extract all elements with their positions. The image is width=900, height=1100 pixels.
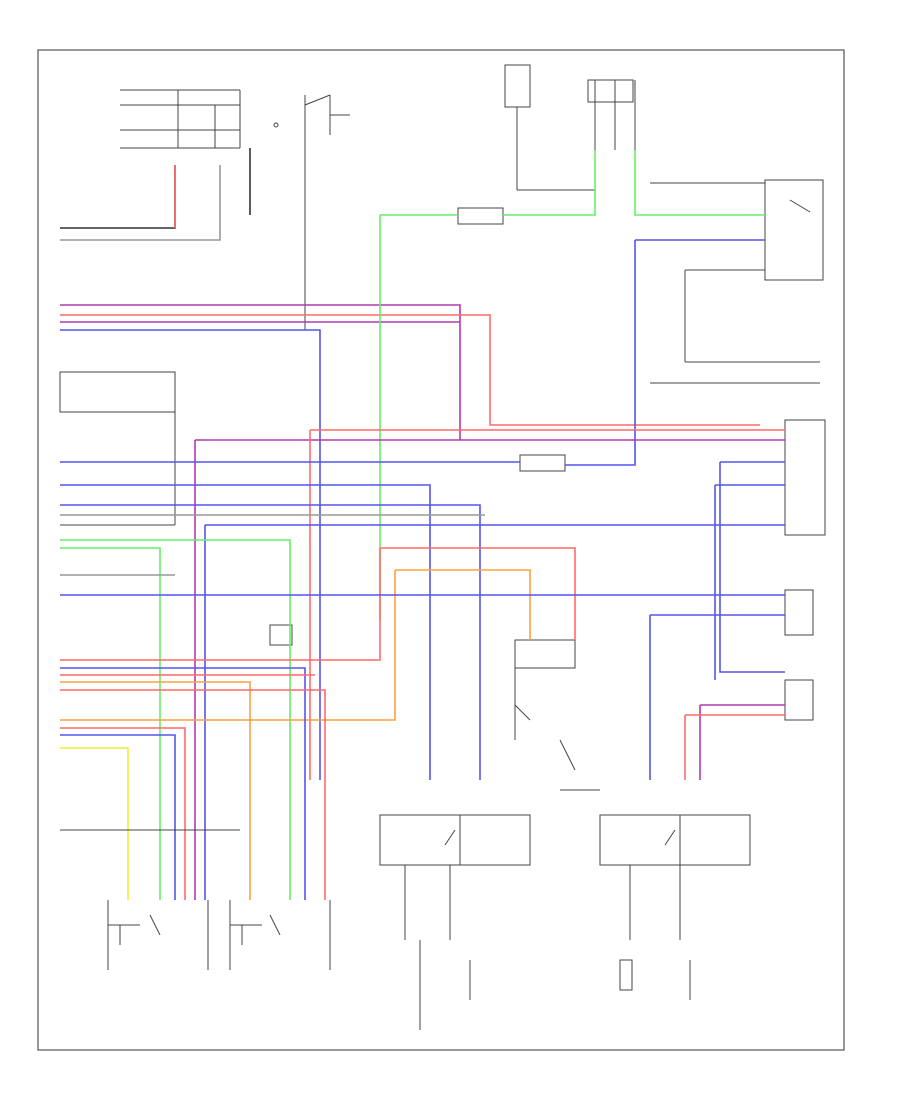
mid-junction-connectors bbox=[269, 207, 576, 669]
left-front-door-lock-assembly bbox=[229, 900, 331, 970]
right-door-lock-box bbox=[784, 419, 826, 721]
right-power-window-box bbox=[599, 814, 751, 1000]
right-front-door-lock-assembly bbox=[107, 900, 209, 970]
ignition-switch-block bbox=[120, 89, 350, 330]
rear-door-lock-box bbox=[650, 179, 824, 384]
wire-harness bbox=[60, 148, 785, 900]
left-power-window-master-box bbox=[379, 814, 531, 1030]
top-connector-block bbox=[504, 64, 636, 191]
left-door-lock-switch-block bbox=[59, 371, 176, 526]
mid-relay-switch bbox=[514, 668, 600, 791]
diagram-frame bbox=[37, 49, 845, 1051]
